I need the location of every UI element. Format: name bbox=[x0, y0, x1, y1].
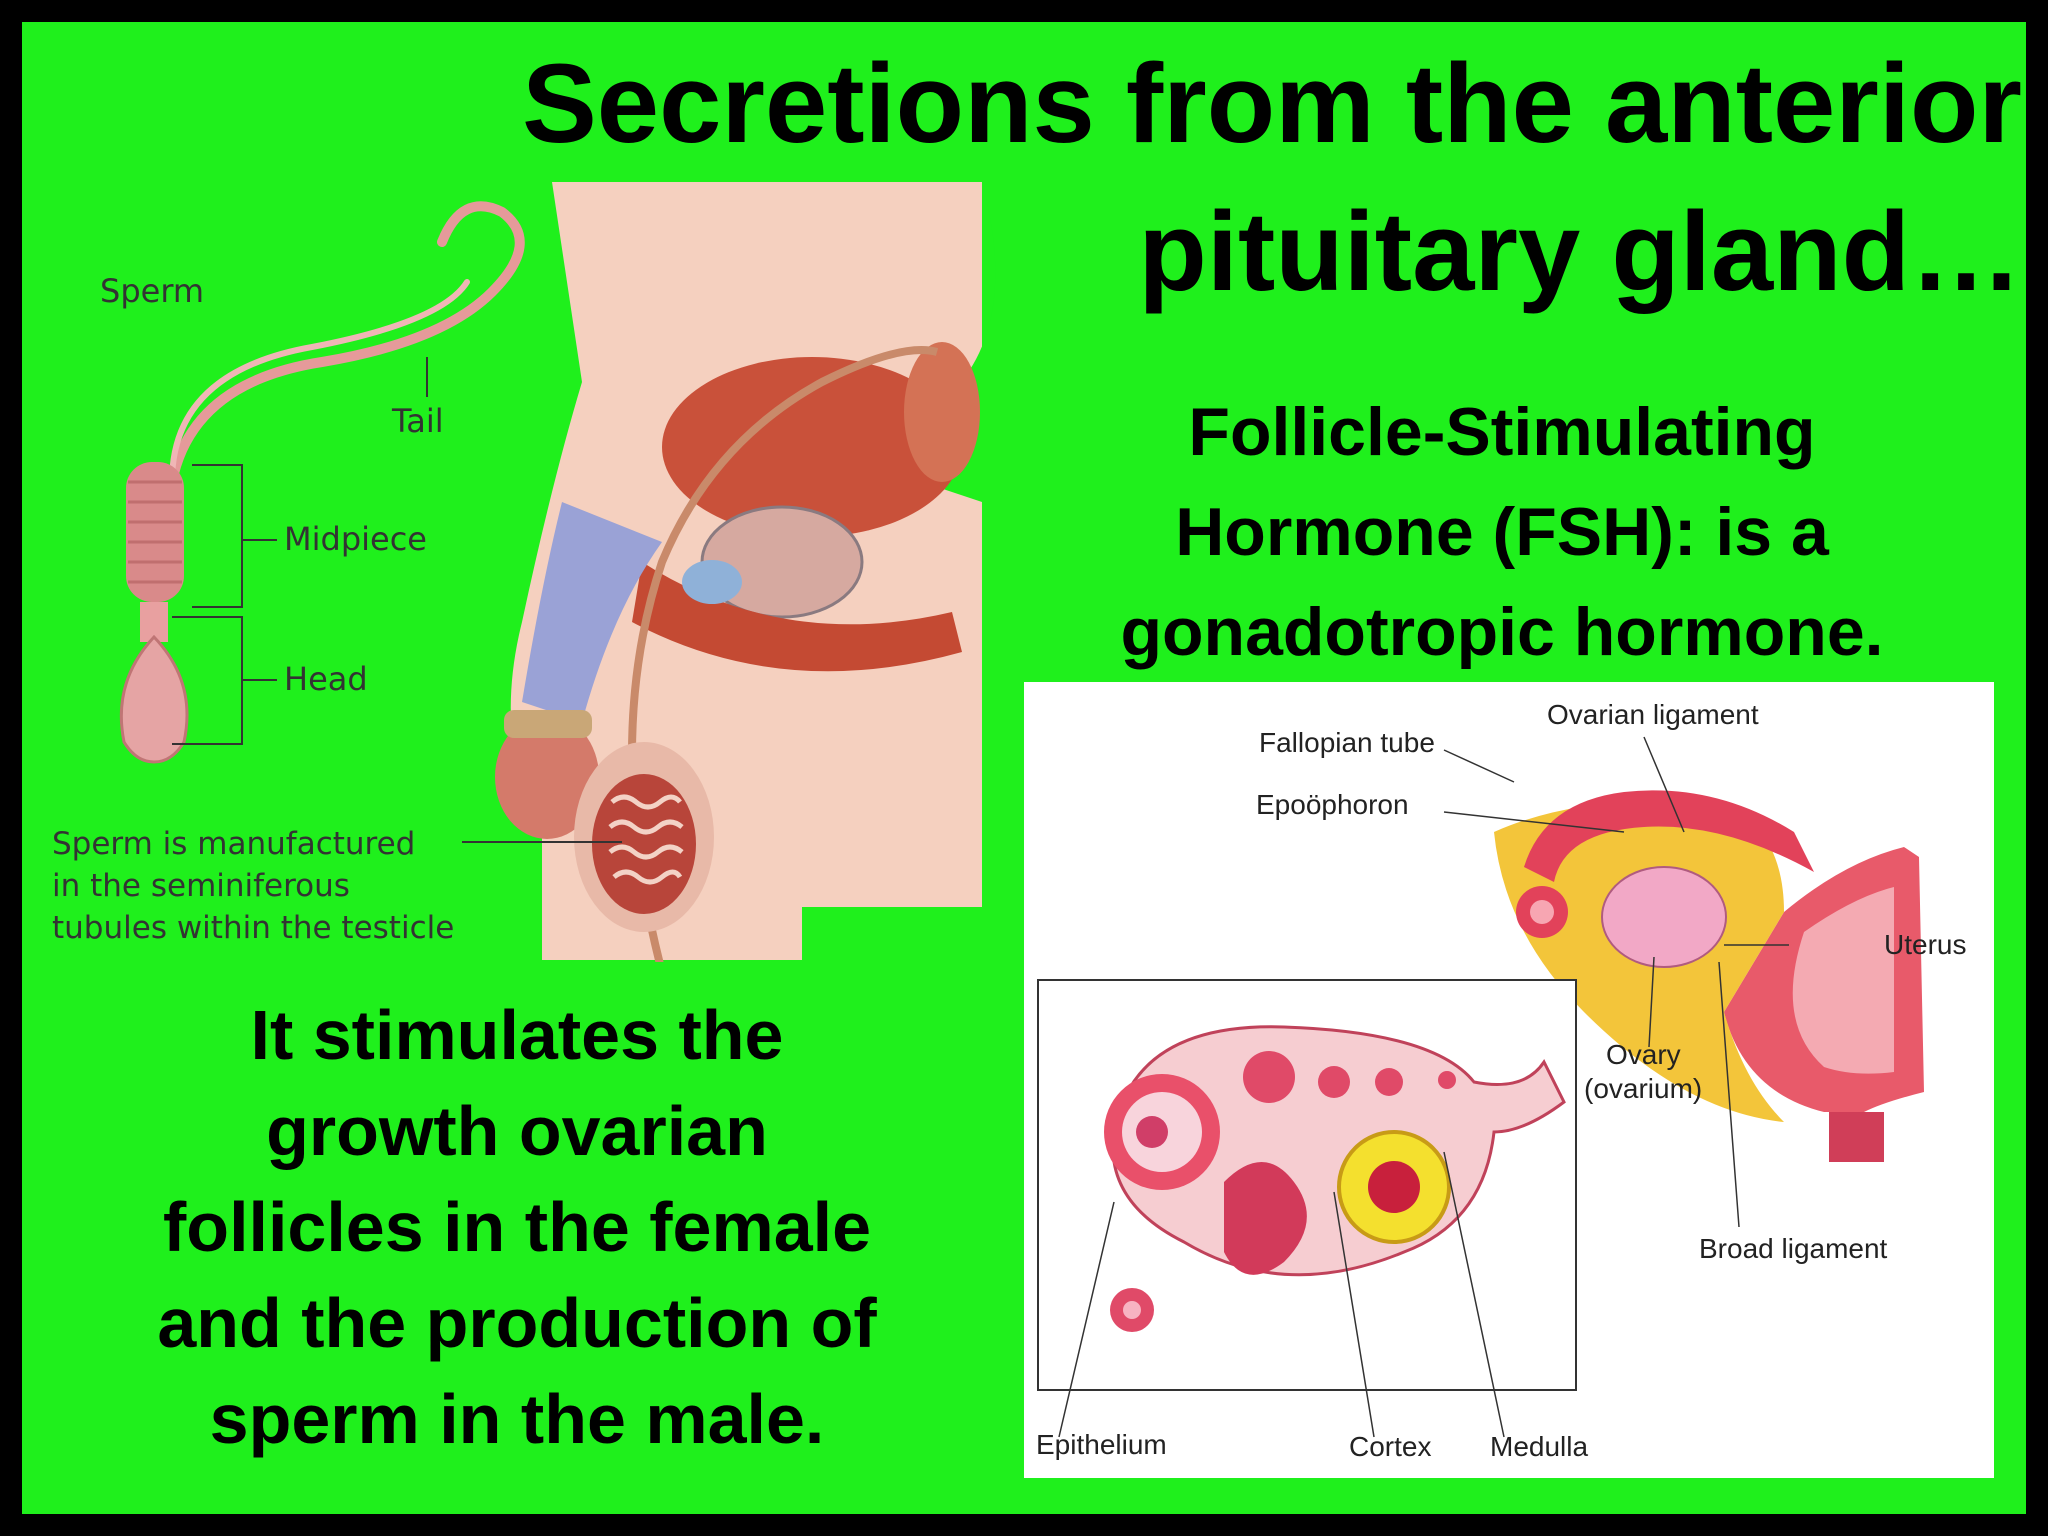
sperm-head bbox=[119, 634, 189, 764]
follicle-3 bbox=[1318, 1066, 1350, 1098]
ovulated-oocyte-inner bbox=[1123, 1301, 1141, 1319]
rectum-muscle bbox=[632, 562, 962, 672]
midpiece-label: Midpiece bbox=[284, 520, 427, 558]
corpus-luteum-center bbox=[1368, 1161, 1420, 1213]
foreskin bbox=[504, 710, 592, 738]
stim-line-1: It stimulates the bbox=[250, 996, 784, 1074]
title-line-1: Secretions from the anterior bbox=[522, 41, 2022, 166]
slide-title: Secretions from the anterior pituitary g… bbox=[322, 30, 2022, 326]
ovary-label: Ovary bbox=[1606, 1039, 1681, 1070]
seminiferous-tubules bbox=[608, 794, 684, 885]
medulla-label: Medulla bbox=[1490, 1431, 1588, 1462]
fsh-line-3: gonadotropic hormone. bbox=[1120, 594, 1884, 670]
testicle bbox=[592, 774, 696, 914]
testicle-caption-line1: Sperm is manufactured bbox=[52, 826, 415, 862]
stim-line-5: sperm in the male. bbox=[209, 1380, 825, 1458]
follicle-5 bbox=[1438, 1071, 1456, 1089]
title-line-2: pituitary gland… bbox=[1138, 189, 2022, 314]
fsh-line-2: Hormone (FSH): is a bbox=[1175, 494, 1829, 570]
ruptured-follicle bbox=[1224, 1162, 1307, 1275]
follicle-2 bbox=[1243, 1051, 1295, 1103]
head-bracket bbox=[172, 616, 277, 745]
sperm-tail-upper bbox=[169, 279, 470, 485]
green-patch bbox=[802, 907, 1002, 962]
tail-label: Tail bbox=[391, 402, 444, 440]
ovarian-ligament-label: Ovarian ligament bbox=[1547, 699, 1759, 730]
stim-line-3: follicles in the female bbox=[163, 1188, 871, 1266]
midpiece-bracket bbox=[192, 464, 277, 608]
fallopian-tube-label: Fallopian tube bbox=[1259, 727, 1435, 758]
ovarium-label: (ovarium) bbox=[1584, 1073, 1702, 1104]
fimbriae-inner bbox=[1530, 900, 1554, 924]
epithelium-label: Epithelium bbox=[1036, 1429, 1167, 1460]
pointer-lines bbox=[1058, 736, 1789, 1438]
female-anatomy-figure: Ovarian ligament Fallopian tube Epoöphor… bbox=[1024, 682, 1994, 1478]
sperm-midpiece bbox=[126, 462, 184, 602]
follicle-4 bbox=[1375, 1068, 1403, 1096]
cervix bbox=[1829, 1112, 1884, 1162]
stim-line-4: and the production of bbox=[157, 1284, 877, 1362]
testicle-caption-line3: tubules within the testicle bbox=[52, 910, 454, 946]
stim-line-2: growth ovarian bbox=[266, 1092, 768, 1170]
slide: Sperm Tail Midpiece Head Sperm is manufa… bbox=[22, 22, 2026, 1514]
sperm-tail bbox=[167, 201, 525, 487]
sperm-midpiece-bands bbox=[128, 480, 182, 584]
head-label: Head bbox=[284, 660, 368, 698]
mature-follicle-oocyte bbox=[1136, 1116, 1168, 1148]
uterine-cavity bbox=[1792, 887, 1894, 1074]
fsh-line-1: Follicle-Stimulating bbox=[1188, 394, 1816, 470]
male-anatomy-figure: Sperm Tail Midpiece Head Sperm is manufa… bbox=[52, 182, 1002, 962]
testicle-caption-line2: in the seminiferous bbox=[52, 868, 350, 904]
fsh-definition: Follicle-Stimulating Hormone (FSH): is a… bbox=[1012, 382, 1992, 682]
ovary bbox=[1601, 866, 1727, 968]
sperm-label: Sperm bbox=[100, 272, 204, 310]
epoophoron-label: Epoöphoron bbox=[1256, 789, 1409, 820]
fsh-function-text: It stimulates the growth ovarian follicl… bbox=[62, 987, 972, 1467]
seminal-vesicle bbox=[904, 342, 980, 482]
fallopian-tube bbox=[1524, 790, 1814, 882]
uterus-label: Uterus bbox=[1884, 929, 1966, 960]
penis-shaft bbox=[522, 502, 662, 722]
bladder bbox=[662, 357, 962, 537]
bulb-tissue bbox=[682, 560, 742, 604]
broad-ligament-label: Broad ligament bbox=[1699, 1233, 1888, 1264]
glans bbox=[495, 715, 599, 839]
cortex-label: Cortex bbox=[1349, 1431, 1431, 1462]
